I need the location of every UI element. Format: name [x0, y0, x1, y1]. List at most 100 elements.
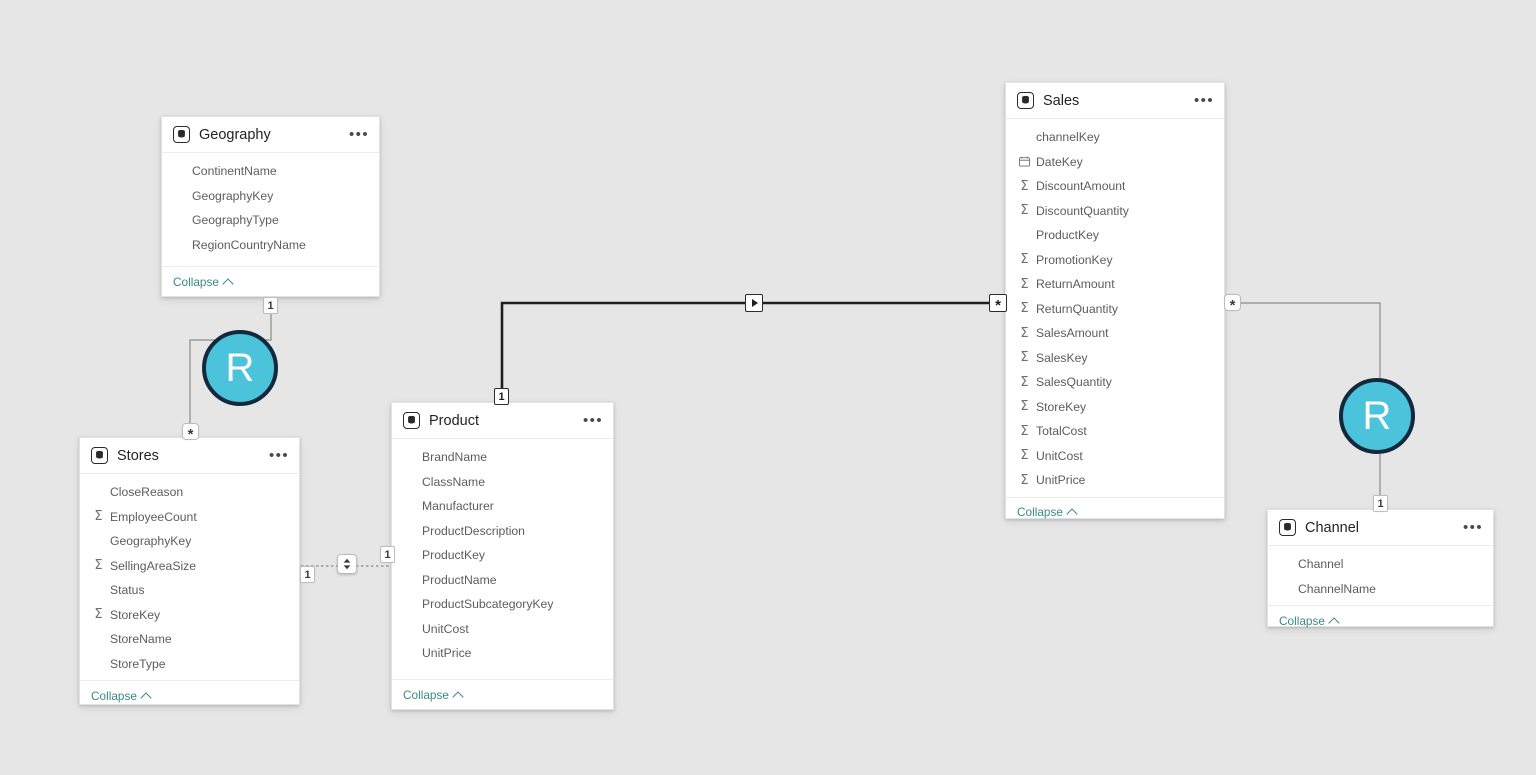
- chevron-up-icon: [1328, 616, 1340, 629]
- collapse-label: Collapse: [173, 274, 219, 289]
- sigma-icon: Σ: [1020, 325, 1029, 341]
- cardinality-marker-sales-many-right[interactable]: *: [1224, 294, 1241, 314]
- collapse-button[interactable]: Collapse: [173, 274, 234, 290]
- field-row[interactable]: StoreName: [80, 627, 299, 652]
- field-row[interactable]: ContinentName: [162, 159, 379, 184]
- field-list-sales: channelKey DateKey Σ DiscountAmount: [1006, 119, 1224, 497]
- field-row[interactable]: ProductDescription: [392, 519, 613, 544]
- field-row[interactable]: BrandName: [392, 445, 613, 470]
- table-footer: Collapse: [392, 679, 613, 709]
- table-card-sales[interactable]: Sales ••• channelKey DateKey: [1005, 82, 1225, 520]
- field-row[interactable]: GeographyKey: [80, 529, 299, 554]
- table-header-sales[interactable]: Sales •••: [1006, 83, 1224, 119]
- field-row[interactable]: ProductName: [392, 568, 613, 593]
- table-header-geography[interactable]: Geography •••: [162, 117, 379, 153]
- field-label: ContinentName: [192, 164, 277, 179]
- field-row[interactable]: Σ DiscountAmount: [1006, 174, 1224, 199]
- cardinality-marker-product-one[interactable]: 1: [494, 388, 509, 405]
- field-row[interactable]: Σ ReturnQuantity: [1006, 297, 1224, 322]
- bidirectional-arrow-icon: [343, 558, 351, 570]
- field-row[interactable]: Σ EmployeeCount: [80, 505, 299, 530]
- field-row[interactable]: Σ SellingAreaSize: [80, 554, 299, 579]
- field-row[interactable]: Σ ReturnAmount: [1006, 272, 1224, 297]
- collapse-button[interactable]: Collapse: [1279, 614, 1340, 629]
- cardinality-marker-stores-product-one-left[interactable]: 1: [300, 566, 315, 583]
- field-row[interactable]: ProductKey: [1006, 223, 1224, 248]
- field-row[interactable]: DateKey: [1006, 150, 1224, 175]
- collapse-button[interactable]: Collapse: [403, 688, 464, 703]
- field-row[interactable]: Σ PromotionKey: [1006, 248, 1224, 273]
- field-row[interactable]: ClassName: [392, 470, 613, 495]
- field-label: StoreKey: [110, 607, 161, 622]
- field-row[interactable]: RegionCountryName: [162, 233, 379, 258]
- badge-label: R: [1362, 394, 1392, 438]
- table-title: Geography: [199, 126, 271, 143]
- relationship-badge-sales-channel[interactable]: R: [1339, 378, 1415, 454]
- table-menu-button[interactable]: •••: [349, 125, 369, 143]
- field-row[interactable]: GeographyKey: [162, 184, 379, 209]
- field-label: UnitCost: [422, 621, 469, 636]
- table-menu-button[interactable]: •••: [583, 411, 603, 429]
- field-list-stores: CloseReason Σ EmployeeCount GeographyKey…: [80, 474, 299, 680]
- cardinality-label: 1: [1377, 497, 1384, 510]
- sigma-icon: Σ: [1020, 423, 1029, 439]
- table-menu-button[interactable]: •••: [1463, 518, 1483, 536]
- field-label: EmployeeCount: [110, 509, 197, 524]
- collapse-button[interactable]: Collapse: [91, 689, 152, 704]
- sigma-icon: Σ: [94, 509, 103, 525]
- field-row[interactable]: CloseReason: [80, 480, 299, 505]
- field-row[interactable]: Σ SalesQuantity: [1006, 370, 1224, 395]
- table-card-channel[interactable]: Channel ••• Channel ChannelName Collapse: [1267, 509, 1494, 629]
- field-label: Status: [110, 583, 145, 598]
- field-row[interactable]: ProductKey: [392, 543, 613, 568]
- sigma-icon: Σ: [1020, 472, 1029, 488]
- table-card-product[interactable]: Product ••• BrandName ClassName Manufact…: [391, 402, 614, 710]
- table-header-channel[interactable]: Channel •••: [1268, 510, 1493, 546]
- field-row[interactable]: Channel: [1268, 552, 1493, 577]
- table-header-stores[interactable]: Stores •••: [80, 438, 299, 474]
- collapse-button[interactable]: Collapse: [1017, 505, 1078, 520]
- field-label: SalesQuantity: [1036, 375, 1112, 390]
- filter-direction-product-sales[interactable]: [745, 294, 763, 312]
- field-row[interactable]: ProductSubcategoryKey: [392, 592, 613, 617]
- cardinality-marker-channel-one[interactable]: 1: [1373, 495, 1388, 512]
- field-row[interactable]: ChannelName: [1268, 577, 1493, 602]
- table-menu-button[interactable]: •••: [1194, 91, 1214, 109]
- field-row[interactable]: UnitCost: [392, 617, 613, 642]
- field-label: ReturnAmount: [1036, 277, 1115, 292]
- field-row[interactable]: GeographyType: [162, 208, 379, 233]
- chevron-up-icon: [452, 690, 464, 703]
- cardinality-marker-geography-one[interactable]: 1: [263, 297, 278, 314]
- cardinality-marker-stores-product-one-right[interactable]: 1: [380, 546, 395, 563]
- cardinality-marker-stores-many[interactable]: *: [182, 423, 199, 442]
- field-row[interactable]: Σ StoreKey: [80, 603, 299, 628]
- sigma-icon: Σ: [1020, 374, 1029, 390]
- cardinality-label: *: [1229, 296, 1236, 314]
- sigma-icon: Σ: [1020, 399, 1029, 415]
- field-row[interactable]: channelKey: [1006, 125, 1224, 150]
- field-row[interactable]: Σ UnitPrice: [1006, 468, 1224, 493]
- field-row[interactable]: Manufacturer: [392, 494, 613, 519]
- field-row[interactable]: Σ DiscountQuantity: [1006, 199, 1224, 224]
- field-row[interactable]: UnitPrice: [392, 641, 613, 666]
- field-row[interactable]: StoreType: [80, 652, 299, 677]
- field-label: GeographyKey: [192, 188, 274, 203]
- table-card-stores[interactable]: Stores ••• CloseReason Σ EmployeeCount G…: [79, 437, 300, 705]
- field-row[interactable]: Σ SalesAmount: [1006, 321, 1224, 346]
- cardinality-marker-sales-many-left[interactable]: *: [989, 294, 1007, 313]
- table-title: Stores: [117, 447, 159, 464]
- field-row[interactable]: Status: [80, 578, 299, 603]
- relationship-badge-geography-stores[interactable]: R: [202, 330, 278, 406]
- field-label: DiscountAmount: [1036, 179, 1126, 194]
- field-row[interactable]: Σ TotalCost: [1006, 419, 1224, 444]
- field-label: UnitCost: [1036, 448, 1083, 463]
- table-header-product[interactable]: Product •••: [392, 403, 613, 439]
- table-card-geography[interactable]: Geography ••• ContinentName GeographyKey…: [161, 116, 380, 297]
- filter-direction-stores-product[interactable]: [337, 554, 357, 574]
- table-menu-button[interactable]: •••: [269, 446, 289, 464]
- field-row[interactable]: Σ SalesKey: [1006, 346, 1224, 371]
- chevron-up-icon: [222, 277, 234, 290]
- field-row[interactable]: Σ StoreKey: [1006, 395, 1224, 420]
- field-row[interactable]: Σ UnitCost: [1006, 444, 1224, 469]
